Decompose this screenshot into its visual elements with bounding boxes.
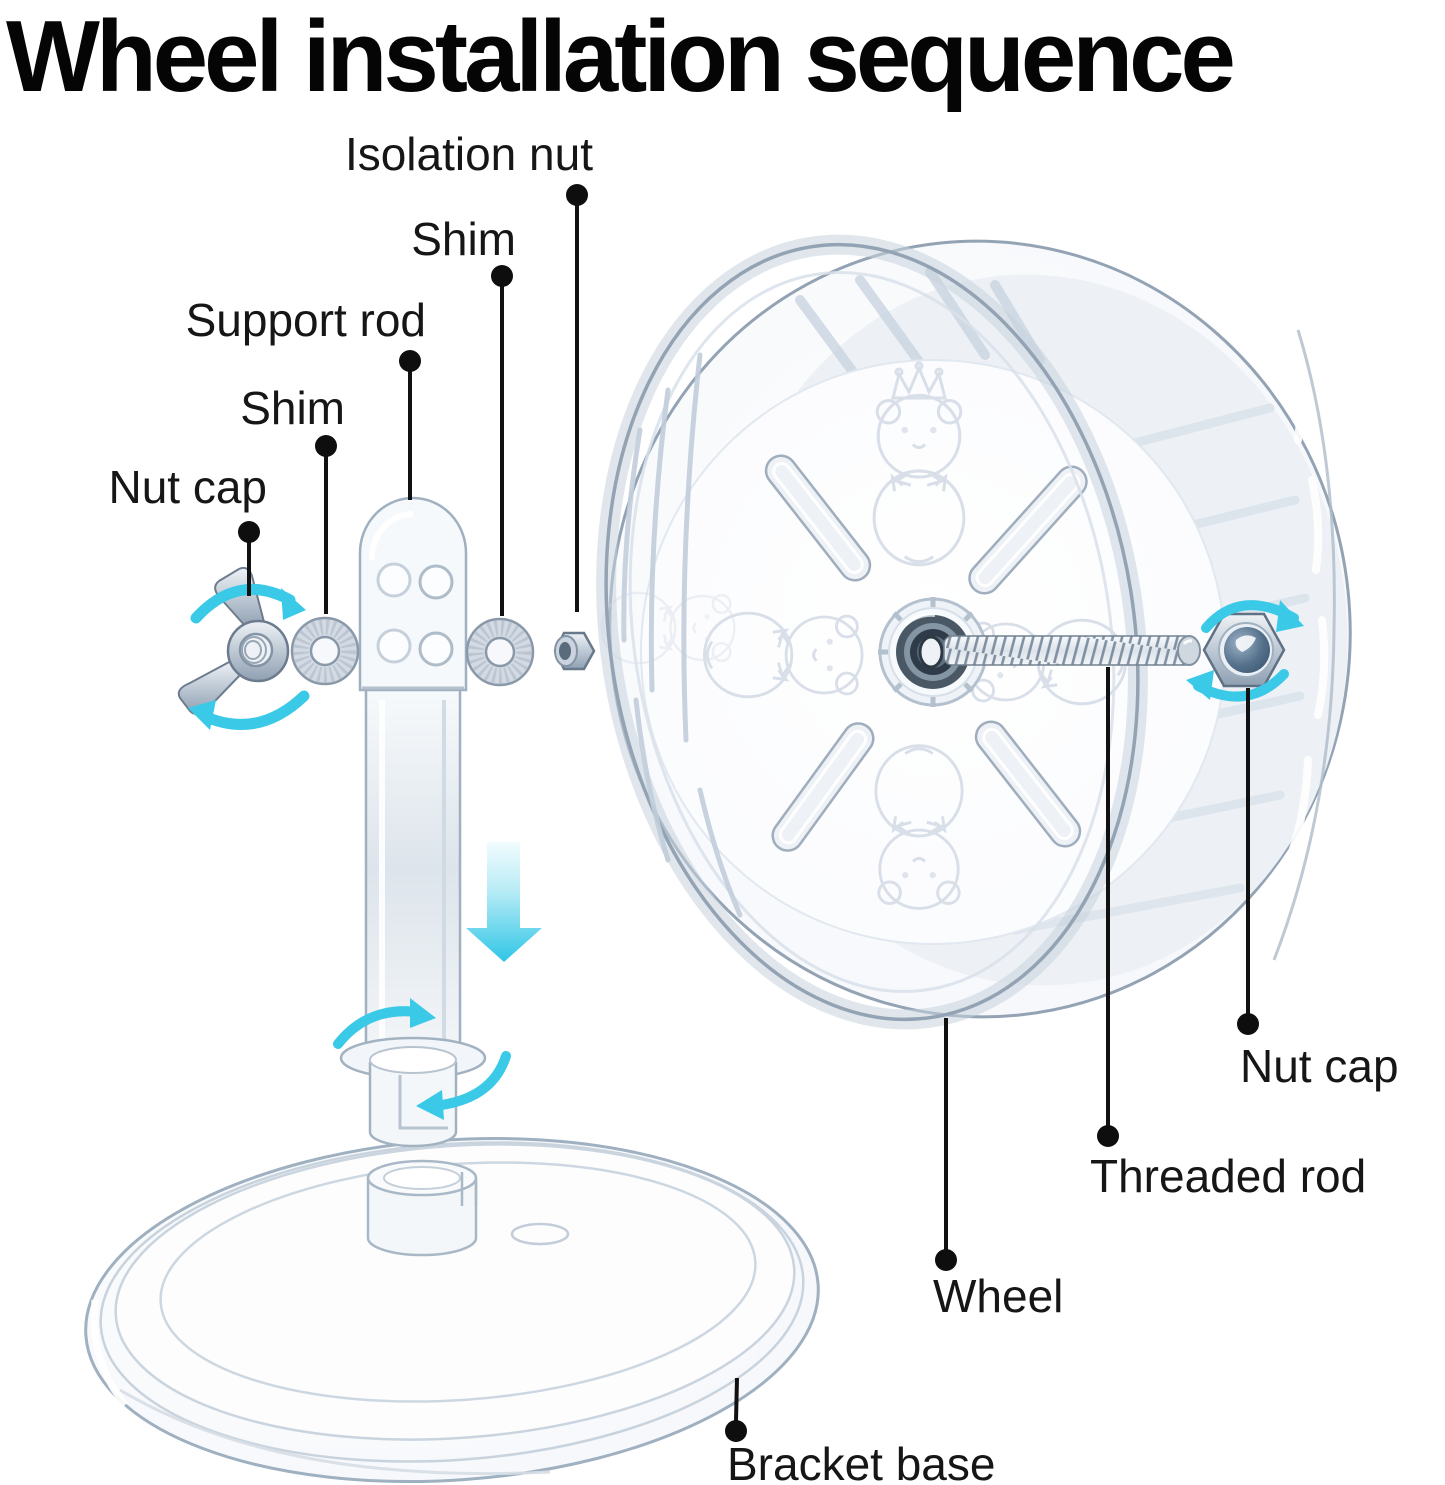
down-arrow-icon [466,842,542,962]
wheel-right-inner-edge [1272,329,1336,961]
isolation-nut-part [553,631,596,671]
label-support-rod: Support rod [185,294,426,346]
page-title: Wheel installation sequence [6,1,1236,113]
wheel-wall-flutes [621,352,743,918]
base-dimple [510,1222,570,1246]
label-bracket-base: Bracket base [727,1438,996,1485]
hamster-engravings [600,361,1128,910]
base-socket [366,1159,478,1257]
rotation-arrows-wing-nut [188,583,310,730]
rotation-arrows-nut-right [1186,600,1304,702]
threaded-rod-part [943,635,1201,666]
label-shim-left: Shim [240,382,345,434]
rod-holes [376,562,454,667]
wheel-illustration [596,234,1352,1030]
wheel-right-rim-highlights [1246,356,1329,964]
leader-bracket-base [734,1377,739,1422]
hamster-engraving-top [872,361,966,567]
label-threaded-rod: Threaded rod [1090,1150,1367,1202]
label-wheel: Wheel [933,1270,1064,1322]
shim-right-part [465,617,535,687]
label-nut-cap-left: Nut cap [108,461,267,513]
label-isolation-nut: Isolation nut [344,128,593,180]
support-rod-illustration [339,496,487,1148]
rod-dome-cap [358,496,468,692]
rotation-arrows-collar [333,998,511,1120]
rod-collar [339,1036,487,1148]
shim-left-part [290,616,360,686]
leader-dots [238,184,1259,1442]
leader-lines [247,204,1250,1422]
label-nut-cap-right: Nut cap [1240,1040,1399,1092]
label-shim-top: Shim [411,213,516,265]
nut-cap-right-part [1202,612,1286,688]
wheel-front-rim [596,234,1148,1030]
wheel-vent-slots [764,454,1088,852]
wheel-hub [878,597,988,707]
wing-nut-part [177,566,290,715]
bracket-base-illustration [84,1136,820,1484]
